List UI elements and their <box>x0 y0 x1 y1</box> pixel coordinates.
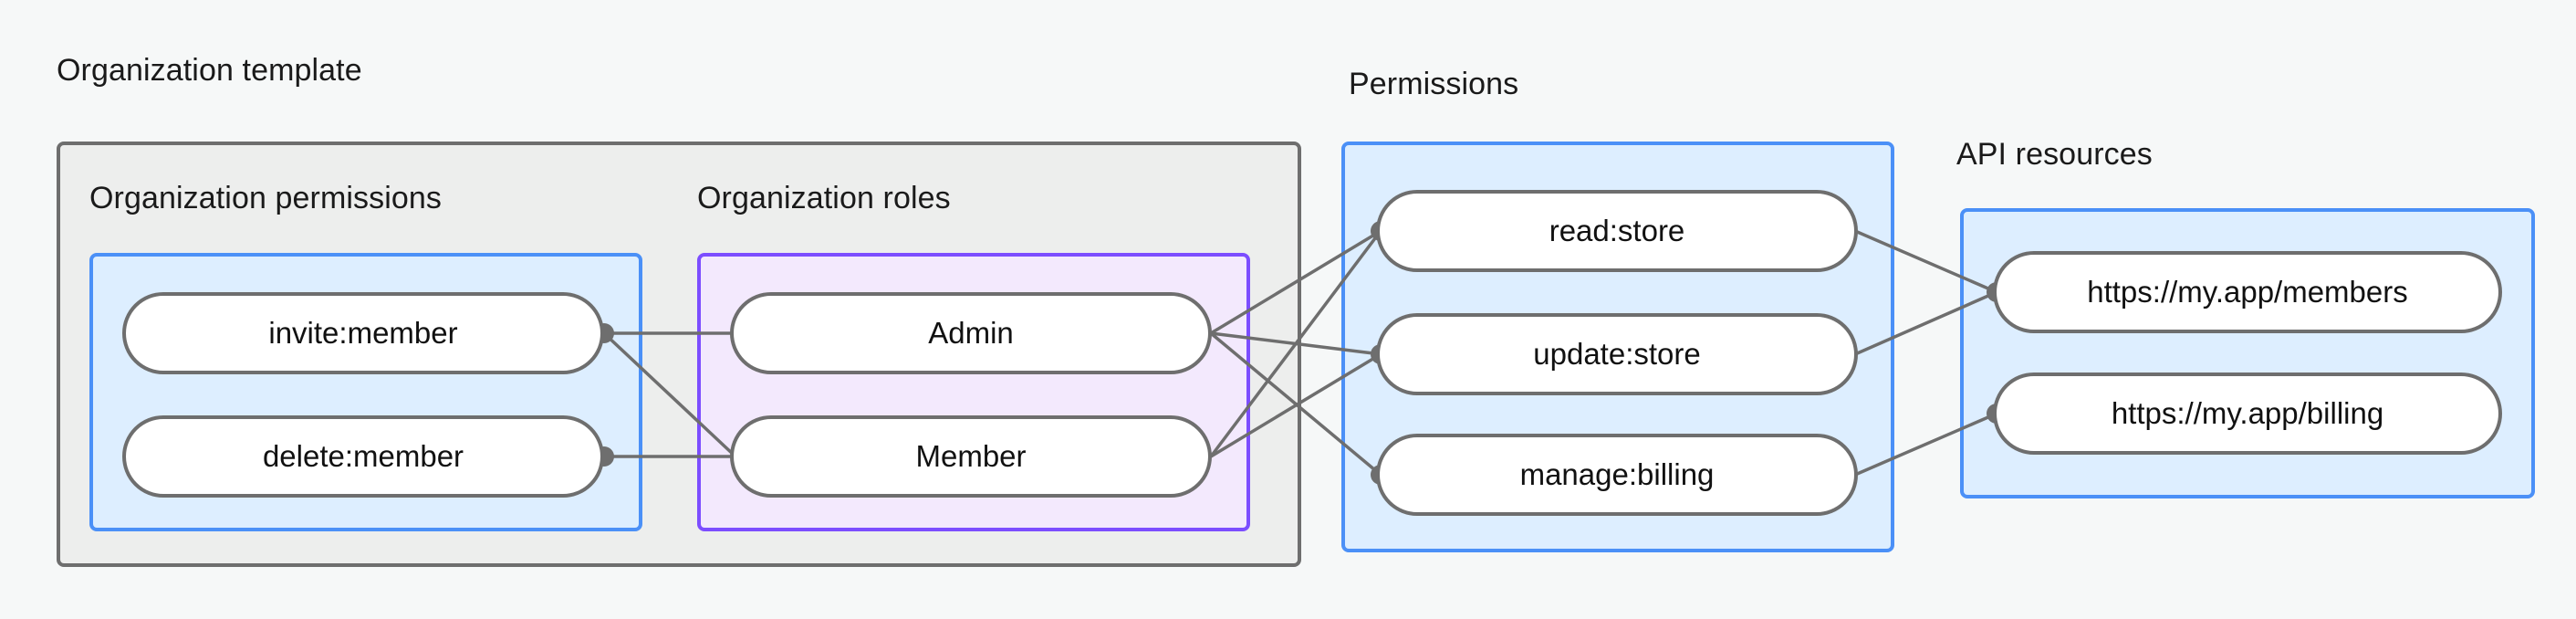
node-delete-member[interactable]: delete:member <box>122 415 604 498</box>
node-manage-billing[interactable]: manage:billing <box>1376 434 1858 516</box>
group-title-organization-roles: Organization roles <box>697 181 951 215</box>
node-read-store[interactable]: read:store <box>1376 190 1858 272</box>
node-update-store[interactable]: update:store <box>1376 313 1858 395</box>
node-my-app-billing[interactable]: https://my.app/billing <box>1993 372 2502 455</box>
group-title-organization-template: Organization template <box>57 53 362 88</box>
node-admin[interactable]: Admin <box>730 292 1212 374</box>
node-member[interactable]: Member <box>730 415 1212 498</box>
group-title-api-resources: API resources <box>1956 137 2153 172</box>
node-invite-member[interactable]: invite:member <box>122 292 604 374</box>
node-my-app-members[interactable]: https://my.app/members <box>1993 251 2502 333</box>
group-title-permissions: Permissions <box>1349 67 1519 101</box>
group-title-organization-permissions: Organization permissions <box>89 181 443 215</box>
